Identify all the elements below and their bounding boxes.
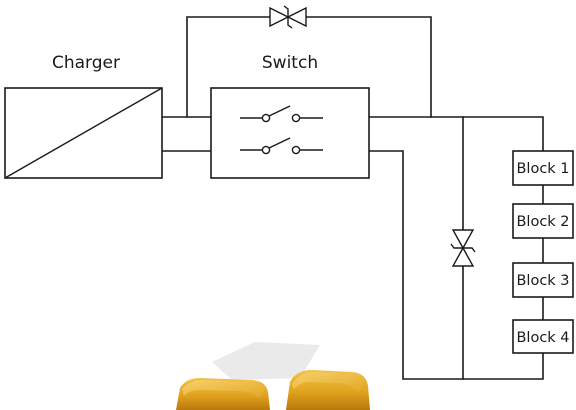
charger-label: Charger xyxy=(52,53,120,73)
switch-box xyxy=(210,87,370,179)
gold-component-right-icon xyxy=(286,370,370,410)
wiring xyxy=(161,16,544,380)
gold-component-photo xyxy=(176,342,370,410)
block-2-box xyxy=(512,203,574,239)
switch-contacts-icon xyxy=(240,105,323,155)
block-1-box xyxy=(512,150,574,186)
bottom-rail-wire xyxy=(368,150,544,380)
tvs-diode-icon xyxy=(269,5,307,29)
block-1-label: Block 1 xyxy=(516,161,569,177)
block-4-box xyxy=(512,319,574,354)
block-4-label: Block 4 xyxy=(516,330,569,346)
top-rail-wire xyxy=(368,116,544,152)
bypass-wire xyxy=(186,16,432,118)
switch xyxy=(210,87,370,179)
gold-component-left-icon xyxy=(176,378,270,410)
charger xyxy=(4,87,163,179)
switch-label: Switch xyxy=(262,53,318,73)
photo-shadow-icon xyxy=(212,342,320,380)
block-3-box xyxy=(512,262,574,298)
block-2-label: Block 2 xyxy=(516,214,569,230)
parallel-tvs-diode-icon xyxy=(450,229,476,267)
battery-stack: Block 1 Block 2 Block 3 Block 4 xyxy=(512,150,574,354)
converter-diagonal-icon xyxy=(4,87,163,179)
block-3-label: Block 3 xyxy=(516,273,569,289)
